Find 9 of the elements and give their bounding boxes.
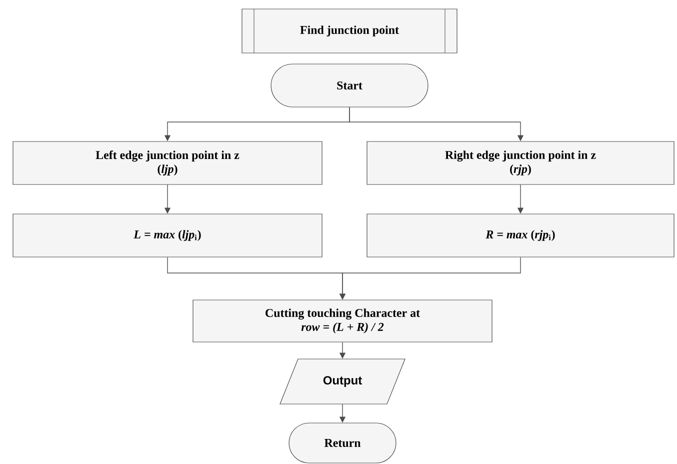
predefined-process-box: Find junction point [242,8,458,54]
terminator: Return [288,422,396,464]
process-box: Right edge junction point in z (rjp) [366,141,674,185]
input-output-parallelogram: Output [280,358,406,404]
process-box: Left edge junction point in z (ljp) [12,141,322,185]
process-box: R = max (rjp$_{i}$) [366,214,674,258]
terminator: Start [270,64,428,108]
process-box: L = max (ljp$_{i}$) [12,214,322,258]
process-box: Cutting touching Character at row = (L + R) / 2 [192,300,492,342]
